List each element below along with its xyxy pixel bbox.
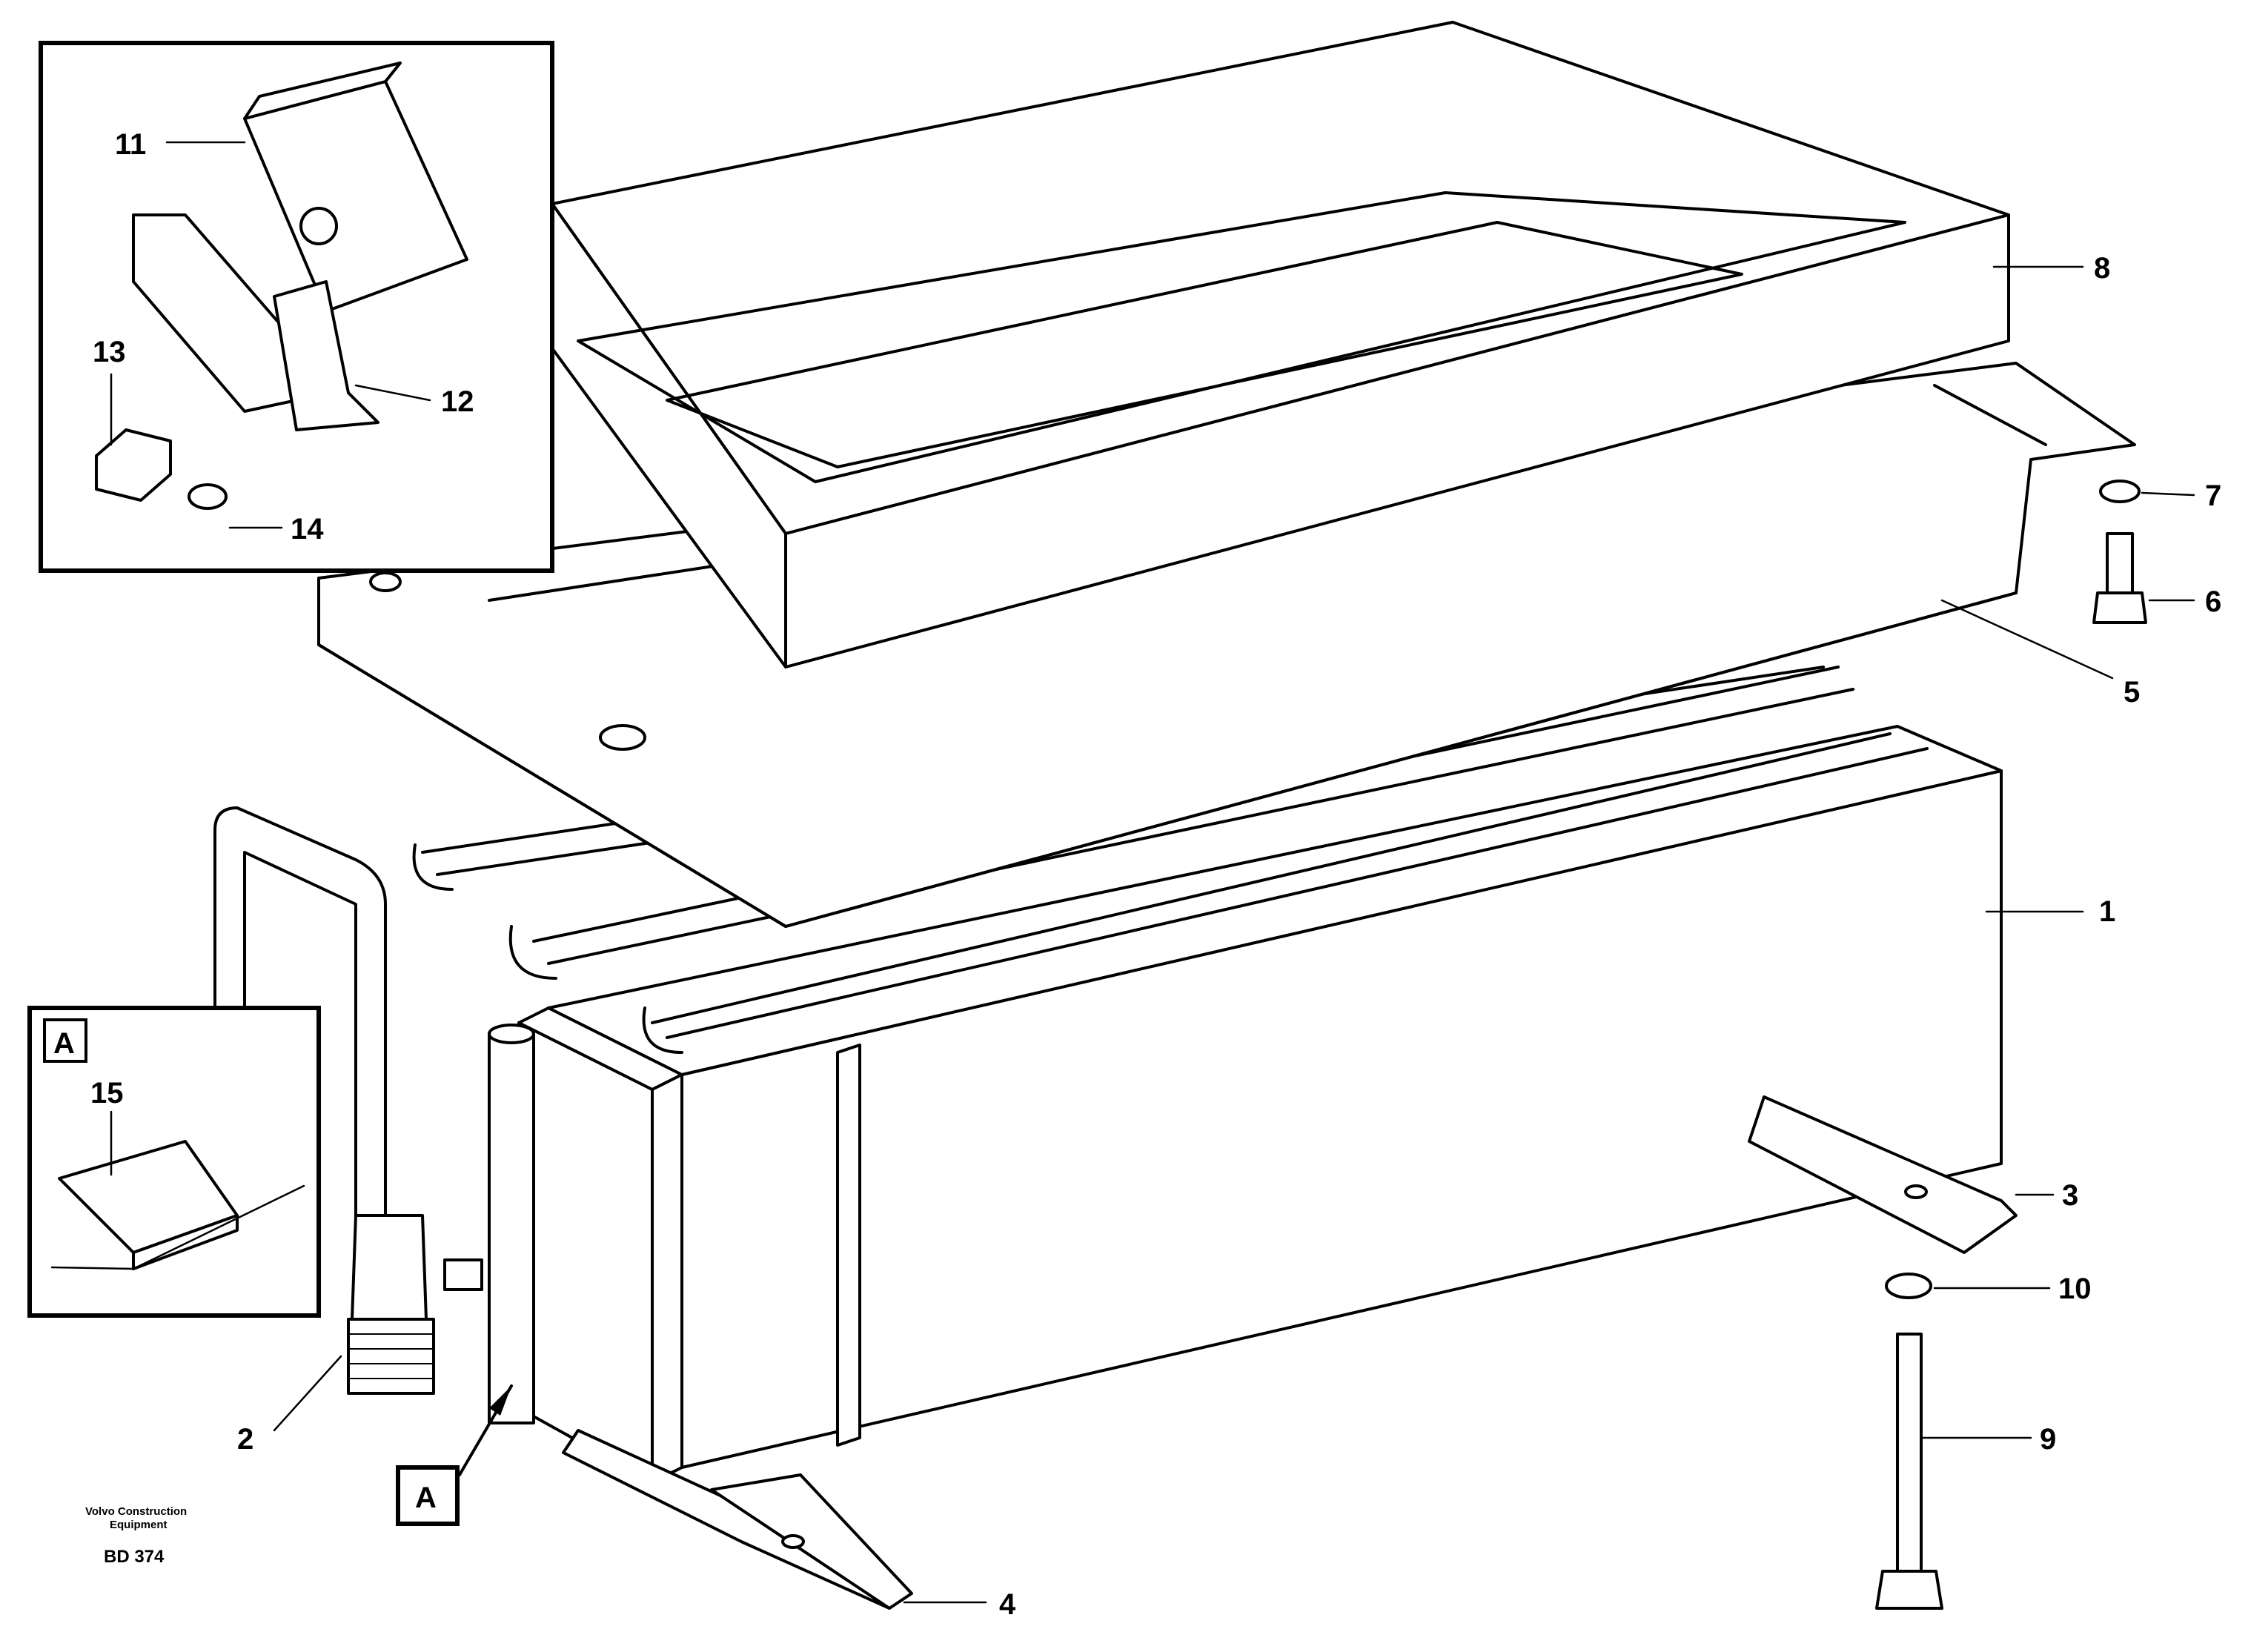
view-marker [396, 1384, 513, 1526]
callout-11: 11 [115, 128, 146, 161]
title-block: Volvo Construction Equipment BD 374 [85, 1505, 187, 1567]
callout-7: 7 [2205, 480, 2221, 512]
callout-3: 3 [2062, 1179, 2078, 1212]
washer-7 [2099, 480, 2141, 503]
drawing-code: BD 374 [104, 1547, 165, 1567]
bolt-9 [1896, 1333, 1923, 1573]
screw-14 [188, 483, 228, 510]
leader-lines [110, 141, 2195, 1604]
publisher-line-2: Equipment [110, 1519, 168, 1531]
callout-1: 1 [2099, 895, 2115, 928]
inset-a [27, 1006, 321, 1318]
inset-detail [39, 41, 554, 573]
callout-14: 14 [291, 513, 324, 545]
view-marker-label: A [415, 1482, 437, 1514]
callout-13: 13 [93, 336, 126, 368]
callout-4: 4 [999, 1588, 1016, 1621]
callout-6: 6 [2205, 586, 2221, 618]
callout-8: 8 [2094, 252, 2110, 285]
callout-10: 10 [2058, 1273, 2092, 1305]
washer-10 [1885, 1273, 1932, 1299]
bolt-6 [2106, 532, 2134, 594]
radiator-core [213, 643, 2018, 1610]
callout-9: 9 [2040, 1423, 2056, 1456]
callout-labels: 1 2 3 4 5 6 7 8 9 10 11 12 13 14 15 A A [53, 128, 2221, 1621]
callout-15: 15 [90, 1077, 124, 1109]
callout-2: 2 [237, 1423, 253, 1456]
fasteners [1875, 480, 2147, 1610]
inset-a-label: A [53, 1027, 75, 1060]
upper-frame [551, 21, 2010, 669]
publisher-line-1: Volvo Construction [85, 1505, 187, 1518]
callout-5: 5 [2124, 676, 2140, 709]
nut-13 [95, 428, 172, 502]
callout-12: 12 [441, 385, 474, 418]
